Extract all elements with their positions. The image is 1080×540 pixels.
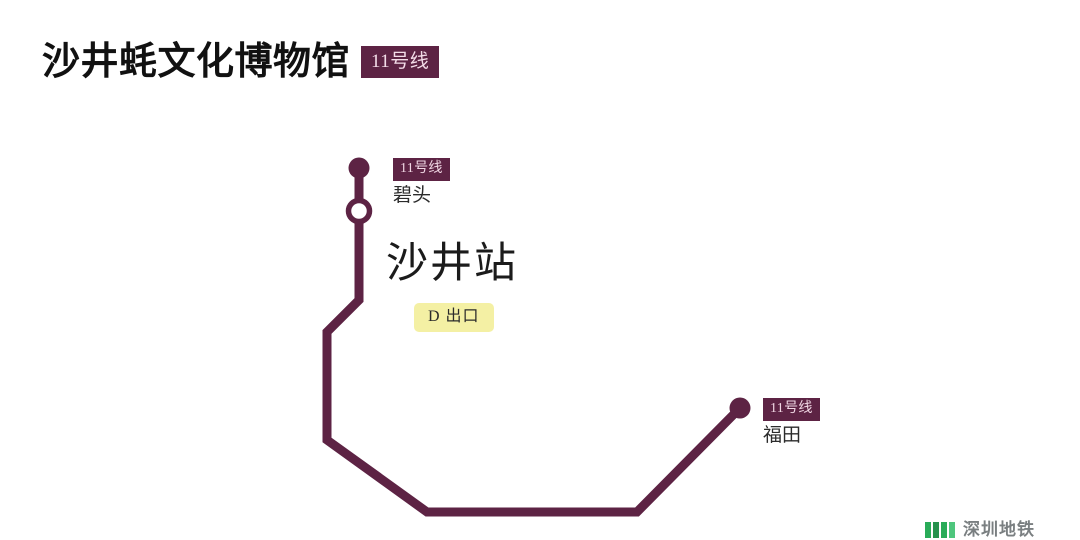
stop-label-futian[interactable]: 11号线 福田 <box>763 398 820 447</box>
station-marker-terminus-futian[interactable] <box>729 397 751 419</box>
watermark-text: 深圳地铁 <box>963 520 1035 539</box>
stop-line-badge-futian: 11号线 <box>763 398 820 421</box>
header-line-badge: 11号线 <box>361 46 440 78</box>
page-header: 沙井蚝文化博物馆 11号线 <box>42 40 440 84</box>
stop-line-badge-bitou: 11号线 <box>393 158 450 181</box>
watermark: 深圳地铁 <box>925 521 1035 538</box>
page-title: 沙井蚝文化博物馆 <box>42 41 351 83</box>
station-exit-badge[interactable]: D 出口 <box>414 303 494 332</box>
main-station-block: 沙井站 D 出口 <box>386 240 518 332</box>
stop-label-bitou[interactable]: 11号线 碧头 <box>393 158 450 207</box>
watermark-logo-icon <box>925 521 955 538</box>
main-station-name: 沙井站 <box>386 241 519 287</box>
metro-line-path <box>322 168 744 517</box>
stop-name-futian: 福田 <box>763 425 802 446</box>
stop-name-bitou: 碧头 <box>393 185 432 206</box>
station-marker-ring-bitou[interactable] <box>345 197 373 225</box>
station-marker-terminus-top[interactable] <box>348 157 370 179</box>
